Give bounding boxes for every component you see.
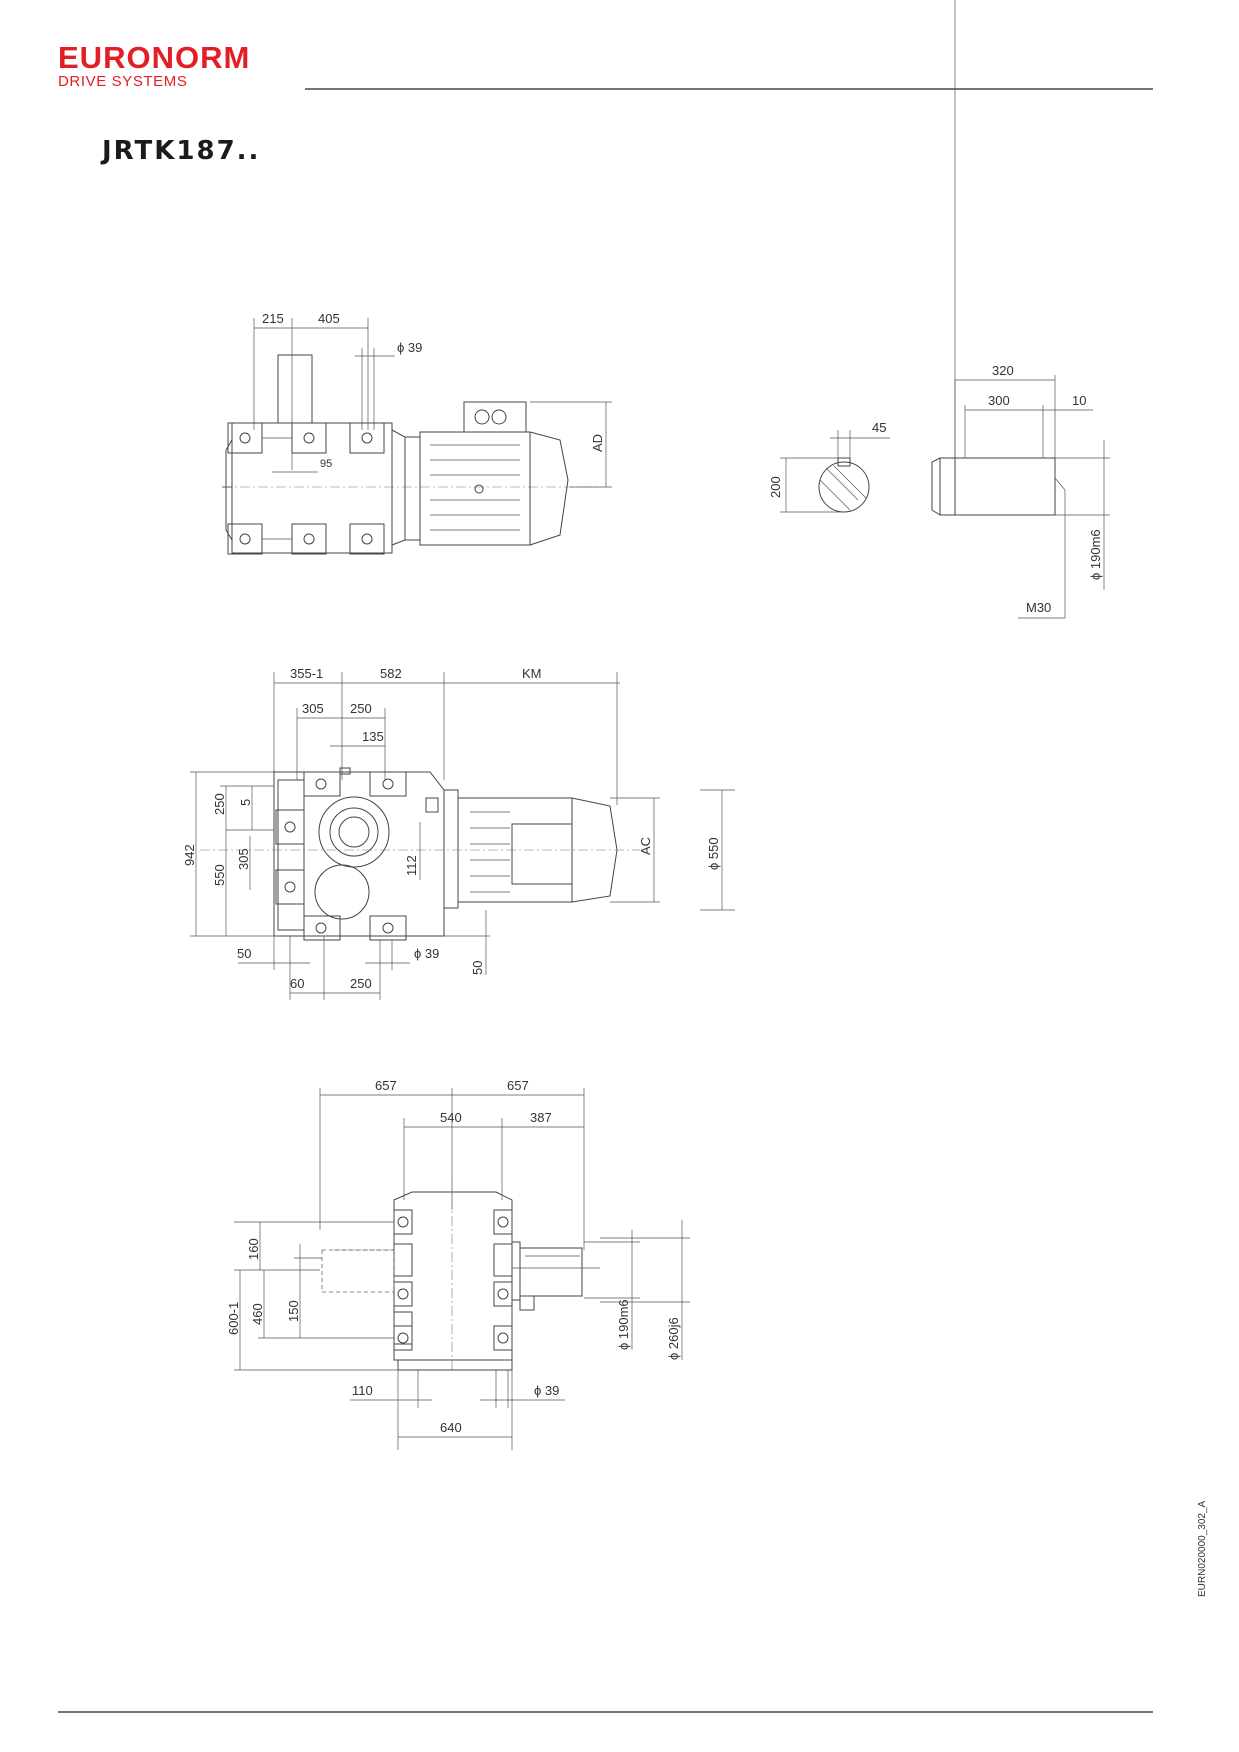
dim-387: 387	[530, 1110, 552, 1125]
dim-657-right: 657	[507, 1078, 529, 1093]
footer-divider	[58, 1711, 1153, 1713]
header-divider	[305, 88, 1153, 90]
dim-phi550: ϕ 550	[706, 837, 721, 870]
logo-brand-sub: DRIVE SYSTEMS	[58, 73, 188, 90]
dim-phi39-top: ϕ 39	[397, 340, 422, 355]
dim-150: 150	[286, 1300, 301, 1322]
dim-135: 135	[362, 729, 384, 744]
euronorm-logo: EURONORM DRIVE SYSTEMS	[58, 42, 250, 89]
dim-ac: AC	[638, 837, 653, 855]
dim-305-top: 305	[302, 701, 324, 716]
dim-phi190-side: ϕ 190m6	[616, 1299, 631, 1350]
top-view: 215 405 ϕ 39 95	[222, 311, 612, 555]
dim-m30: M30	[1026, 600, 1051, 615]
side-view: 657 657 540 387	[226, 1078, 690, 1450]
dim-540: 540	[440, 1110, 462, 1125]
dim-250-bottom: 250	[350, 976, 372, 991]
front-view: 355-1 582 KM 305 250 135	[182, 666, 735, 1000]
shaft-detail-view: 45 200 320 300 10 ϕ 190m6 M30	[768, 0, 1110, 619]
dim-305-left: 305	[236, 848, 251, 870]
dim-657-left: 657	[375, 1078, 397, 1093]
dim-300: 300	[988, 393, 1010, 408]
dim-50-bottom: 50	[237, 946, 251, 961]
document-code: EURN020000_302_A	[1197, 1500, 1208, 1597]
dim-km: KM	[522, 666, 542, 681]
dim-550: 550	[212, 864, 227, 886]
dim-320: 320	[992, 363, 1014, 378]
dim-phi39-side: ϕ 39	[534, 1383, 559, 1398]
dim-95: 95	[320, 458, 332, 470]
dim-250-top: 250	[350, 701, 372, 716]
logo-brand-main: EURONORM	[58, 40, 251, 75]
dim-640: 640	[440, 1420, 462, 1435]
dim-250-left: 250	[212, 793, 227, 815]
dim-942: 942	[182, 844, 197, 866]
dim-215: 215	[262, 311, 284, 326]
dim-5: 5	[238, 799, 253, 806]
dim-110: 110	[352, 1383, 373, 1398]
dim-355: 355-1	[290, 666, 323, 681]
dim-460: 460	[250, 1303, 265, 1325]
dim-phi260: ϕ 260j6	[666, 1317, 681, 1360]
dim-200: 200	[768, 476, 783, 498]
dim-405: 405	[318, 311, 340, 326]
dim-phi190-shaft: ϕ 190m6	[1088, 529, 1103, 580]
dim-160: 160	[246, 1238, 261, 1260]
dim-582: 582	[380, 666, 402, 681]
dim-45: 45	[872, 420, 886, 435]
page-title: JRTK187..	[102, 136, 261, 166]
dim-phi39-front: ϕ 39	[414, 946, 439, 961]
dim-50-right: 50	[470, 961, 485, 975]
dim-600: 600-1	[226, 1302, 241, 1335]
dim-112: 112	[404, 855, 419, 876]
dim-ad: AD	[590, 434, 605, 452]
dim-10: 10	[1072, 393, 1086, 408]
dim-60: 60	[290, 976, 304, 991]
